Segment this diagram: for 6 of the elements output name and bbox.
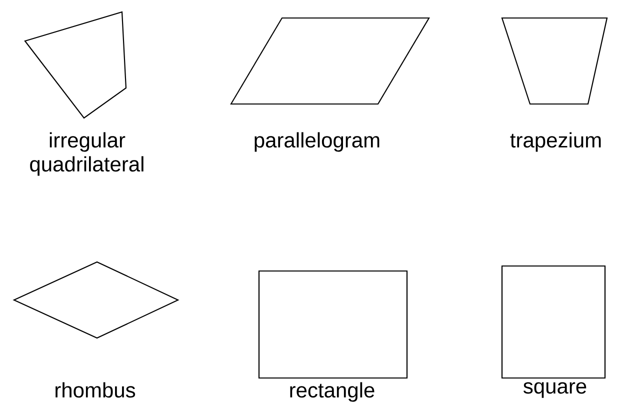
shape-label: square: [523, 382, 586, 398]
shape-label: rhombus: [56, 382, 136, 398]
shape-label: parallelogram: [254, 132, 380, 152]
shape-label: rectangle: [290, 382, 374, 402]
shape-label: trapezium: [510, 132, 601, 152]
shape-label: irregular quadrilateral: [30, 132, 144, 176]
